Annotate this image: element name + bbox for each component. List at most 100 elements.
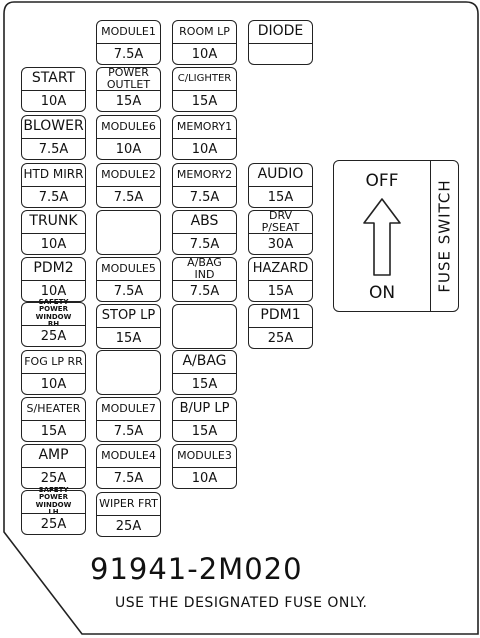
fuse-switch-label: FUSE SWITCH [435, 179, 454, 293]
fuse-rating: 10A [40, 376, 67, 392]
fuse-abs: ABS 7.5A [172, 210, 237, 255]
fuse-rating: 15A [267, 283, 294, 299]
fuse-name: MEMORY1 [176, 119, 233, 133]
fuse-blower: BLOWER 7.5A [21, 115, 86, 160]
fuse-pdm1: PDM1 25A [248, 304, 313, 349]
fuse-module7: MODULE7 7.5A [96, 397, 161, 442]
fuse-s-heater: S/HEATER 15A [21, 397, 86, 442]
fuse-safety-window-lh: SAFETY POWER WINDOW LH 25A [21, 486, 86, 535]
fuse-name: HTD MIRR [23, 167, 84, 182]
fuse-diode: DIODE [248, 20, 313, 65]
fuse-rating: 7.5A [113, 423, 144, 439]
fuse-name: MODULE6 [101, 119, 156, 133]
fuse-module3: MODULE3 10A [172, 444, 237, 489]
fuse-rating: 25A [267, 330, 294, 346]
fuse-name: POWER OUTLET [106, 66, 151, 91]
fuse-amp: AMP 25A [21, 444, 86, 489]
fuse-rating: 15A [115, 93, 142, 109]
fuse-memory2: MEMORY2 7.5A [172, 163, 237, 208]
fuse-rating: 25A [40, 328, 67, 344]
fuse-htd-mirr: HTD MIRR 7.5A [21, 163, 86, 208]
fuse-rating: 25A [40, 516, 67, 532]
fuse-name: S/HEATER [26, 401, 81, 415]
fuse-name: DRV P/SEAT [261, 209, 300, 234]
fuse-module2: MODULE2 7.5A [96, 163, 161, 208]
fuse-rating: 7.5A [113, 189, 144, 205]
fuse-rating: 15A [40, 423, 67, 439]
fuse-rating: 25A [115, 518, 142, 534]
fuse-slot-empty [172, 304, 237, 349]
fuse-rating: 10A [191, 141, 218, 157]
fuse-wiper-frt: WIPER FRT 25A [96, 492, 161, 537]
fuse-pdm2: PDM2 10A [21, 257, 86, 302]
fuse-start: START 10A [21, 67, 86, 112]
fuse-name: FOG LP RR [24, 354, 83, 368]
fuse-rating: 15A [267, 189, 294, 205]
fuse-name: SAFETY POWER WINDOW LH [35, 486, 72, 517]
fuse-module5: MODULE5 7.5A [96, 257, 161, 302]
fuse-rating: 7.5A [189, 236, 220, 252]
fuse-rating: 10A [40, 283, 67, 299]
fuse-drv-p-seat: DRV P/SEAT 30A [248, 210, 313, 255]
fuse-a-bag: A/BAG 15A [172, 350, 237, 395]
fuse-name: DIODE [257, 23, 304, 40]
fuse-rating: 7.5A [38, 189, 69, 205]
fuse-rating: 15A [191, 376, 218, 392]
fuse-rating: 15A [115, 330, 142, 346]
fuse-power-outlet: POWER OUTLET 15A [96, 67, 161, 112]
fuse-name: HAZARD [252, 260, 309, 276]
fuse-rating: 15A [191, 423, 218, 439]
fuse-module1: MODULE1 7.5A [96, 20, 161, 65]
fuse-rating: 10A [115, 141, 142, 157]
fuse-rating: 30A [267, 236, 294, 252]
fuse-stop-lp: STOP LP 15A [96, 304, 161, 349]
fuse-name: MODULE1 [101, 24, 156, 38]
fuse-name: MODULE7 [101, 401, 156, 415]
switch-off-label: OFF [365, 171, 399, 191]
fuse-name: B/UP LP [179, 400, 230, 416]
fuse-slot-empty [96, 210, 161, 255]
fuse-room-lp: ROOM LP 10A [172, 20, 237, 65]
fuse-rating: 25A [40, 470, 67, 486]
fuse-rating: 10A [191, 470, 218, 486]
fuse-rating: 10A [40, 93, 67, 109]
fuse-name: TRUNK [29, 213, 78, 230]
fuse-switch[interactable]: OFF ON FUSE SWITCH [333, 160, 459, 312]
fuse-name: A/BAG [182, 353, 227, 370]
fuse-rating: 15A [191, 93, 218, 109]
fuse-rating: 7.5A [189, 283, 220, 299]
fuse-name: STOP LP [101, 307, 156, 323]
fuse-module4: MODULE4 7.5A [96, 444, 161, 489]
part-number: 91941-2M020 [90, 552, 303, 586]
fuse-rating [249, 44, 312, 64]
fuse-name: START [31, 70, 76, 87]
fuse-name: MODULE4 [101, 448, 156, 462]
fuse-trunk: TRUNK 10A [21, 210, 86, 255]
fuse-name: MODULE2 [101, 167, 156, 181]
fuse-module6: MODULE6 10A [96, 115, 161, 160]
fuse-memory1: MEMORY1 10A [172, 115, 237, 160]
fuse-name: BLOWER [23, 118, 84, 135]
fuse-audio: AUDIO 15A [248, 163, 313, 208]
fuse-name: PDM2 [33, 260, 74, 277]
fuse-safety-window-rh: SAFETY POWER WINDOW RH 25A [21, 298, 86, 347]
fuse-rating: 7.5A [113, 470, 144, 486]
switch-on-label: ON [368, 283, 396, 303]
fuse-rating: 7.5A [113, 46, 144, 62]
fuse-name: AUDIO [257, 166, 304, 183]
fuse-hazard: HAZARD 15A [248, 257, 313, 302]
fuse-name: AMP [38, 447, 69, 464]
fuse-name: A/BAG IND [187, 256, 222, 281]
fuse-c-lighter: C/LIGHTER 15A [172, 67, 237, 112]
usage-note: USE THE DESIGNATED FUSE ONLY. [115, 595, 368, 611]
fuse-b-up-lp: B/UP LP 15A [172, 397, 237, 442]
fuse-rating: 10A [40, 236, 67, 252]
fuse-rating: 10A [191, 46, 218, 62]
fuse-name: MEMORY2 [176, 167, 233, 181]
fuse-name: MODULE5 [101, 261, 156, 275]
fuse-name: ABS [190, 213, 219, 230]
fuse-slot-empty [96, 350, 161, 395]
fuse-name: ROOM LP [179, 24, 230, 38]
fuse-name: WIPER FRT [99, 496, 158, 510]
